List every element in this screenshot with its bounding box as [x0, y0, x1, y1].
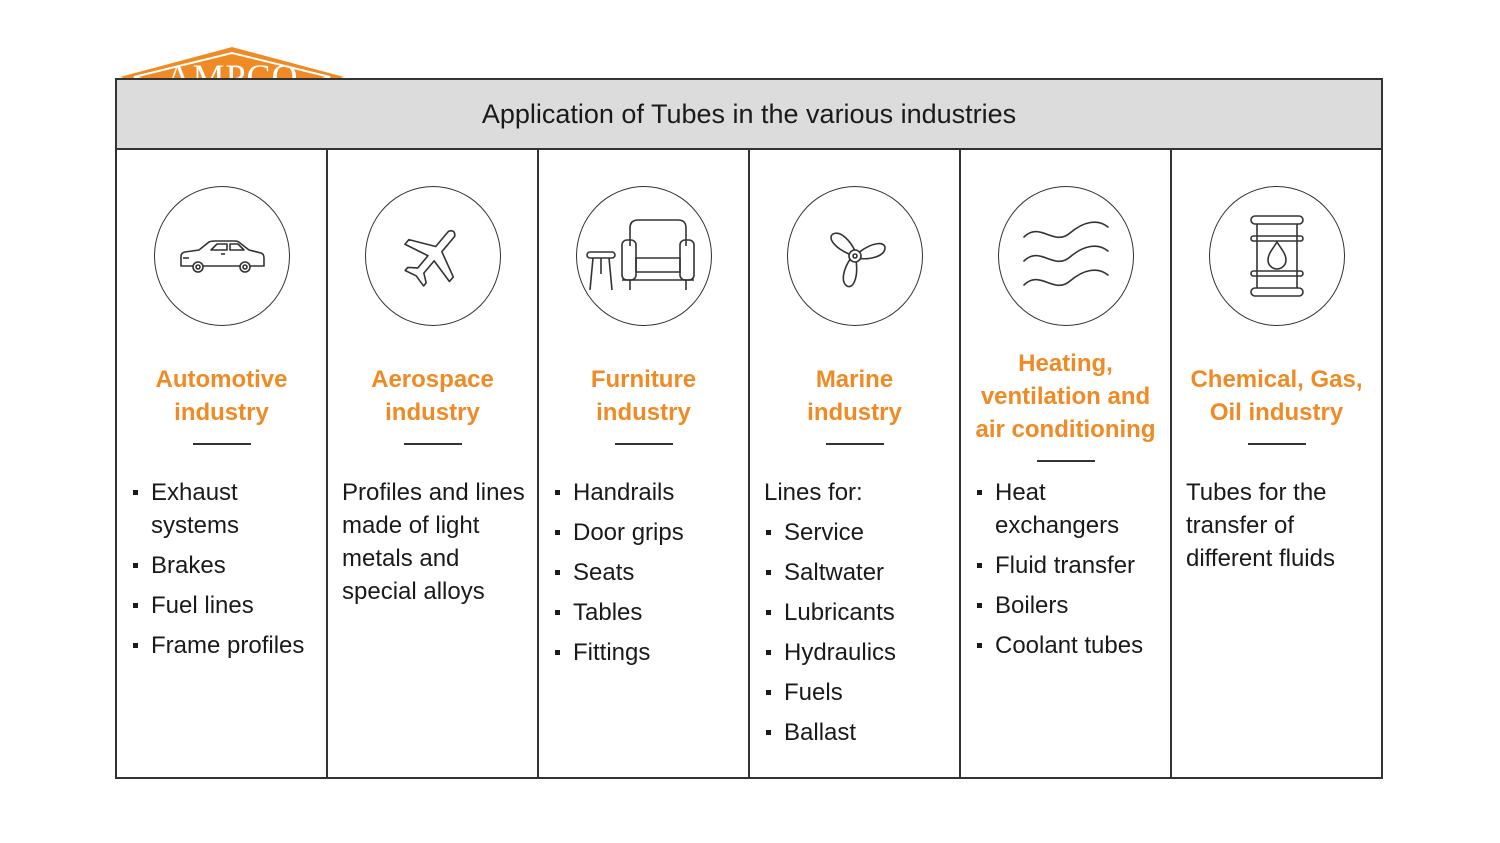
title-divider [1247, 443, 1306, 445]
column-content: Profiles and lines made of light metals … [342, 476, 525, 608]
oil-barrel-icon [1208, 186, 1345, 326]
column-content: Handrails Door grips Seats Tables Fittin… [553, 476, 736, 676]
list-item: Service [764, 516, 947, 549]
column-description: Profiles and lines made of light metals … [342, 479, 525, 605]
column-description: Tubes for the transfer of different flui… [1186, 479, 1335, 572]
column-title: Furniture industry [590, 366, 697, 426]
list-item: Exhaust systems [131, 476, 314, 542]
title-divider [192, 443, 251, 445]
airplane-icon [364, 186, 501, 326]
list-item: Tables [553, 596, 736, 629]
column-content: Exhaust systems Brakes Fuel lines Frame … [131, 476, 314, 669]
title-divider [1036, 459, 1095, 462]
list-item: Boilers [975, 589, 1158, 622]
column-aerospace: Aerospace industry Profiles and lines ma… [328, 150, 539, 777]
column-title: Chemical, Gas, Oil industry [1190, 366, 1363, 426]
column-content: Heat exchangers Fluid transfer Boilers C… [975, 476, 1158, 669]
column-title: Marine industry [807, 366, 902, 426]
list-item: Fuel lines [131, 589, 314, 622]
car-icon [153, 186, 290, 326]
waves-icon [997, 186, 1134, 326]
bullet-list: Service Saltwater Lubricants Hydraulics … [764, 516, 947, 749]
bullet-list: Exhaust systems Brakes Fuel lines Frame … [131, 476, 314, 662]
list-item: Heat exchangers [975, 476, 1158, 542]
furniture-icon [575, 186, 712, 326]
industry-columns: Automotive industry Exhaust systems Brak… [117, 150, 1381, 777]
list-item: Door grips [553, 516, 736, 549]
title-divider [825, 443, 884, 445]
list-lead: Lines for: [764, 479, 863, 506]
list-item: Saltwater [764, 556, 947, 589]
bullet-list: Heat exchangers Fluid transfer Boilers C… [975, 476, 1158, 662]
industries-table: Application of Tubes in the various indu… [115, 78, 1383, 779]
column-content: Lines for: Service Saltwater Lubricants … [764, 476, 947, 756]
column-content: Tubes for the transfer of different flui… [1186, 476, 1369, 575]
table-header: Application of Tubes in the various indu… [117, 80, 1381, 150]
list-item: Brakes [131, 549, 314, 582]
column-hvac: Heating, ventilation and air conditionin… [961, 150, 1172, 777]
column-title: Heating, ventilation and air conditionin… [975, 349, 1156, 443]
column-title: Aerospace industry [371, 366, 494, 426]
column-automotive: Automotive industry Exhaust systems Brak… [117, 150, 328, 777]
title-divider [614, 443, 673, 445]
list-item: Hydraulics [764, 636, 947, 669]
table-title: Application of Tubes in the various indu… [481, 98, 1017, 129]
column-title: Automotive industry [155, 366, 288, 426]
list-item: Coolant tubes [975, 629, 1158, 662]
list-item: Handrails [553, 476, 736, 509]
list-item: Seats [553, 556, 736, 589]
list-item: Fluid transfer [975, 549, 1158, 582]
column-chemical: Chemical, Gas, Oil industry Tubes for th… [1172, 150, 1381, 777]
list-item: Lubricants [764, 596, 947, 629]
column-furniture: Furniture industry Handrails Door grips … [539, 150, 750, 777]
propeller-icon [786, 186, 923, 326]
list-item: Frame profiles [131, 629, 314, 662]
list-item: Ballast [764, 716, 947, 749]
column-marine: Marine industry Lines for: Service Saltw… [750, 150, 961, 777]
title-divider [403, 443, 462, 445]
bullet-list: Handrails Door grips Seats Tables Fittin… [553, 476, 736, 669]
list-item: Fittings [553, 636, 736, 669]
list-item: Fuels [764, 676, 947, 709]
